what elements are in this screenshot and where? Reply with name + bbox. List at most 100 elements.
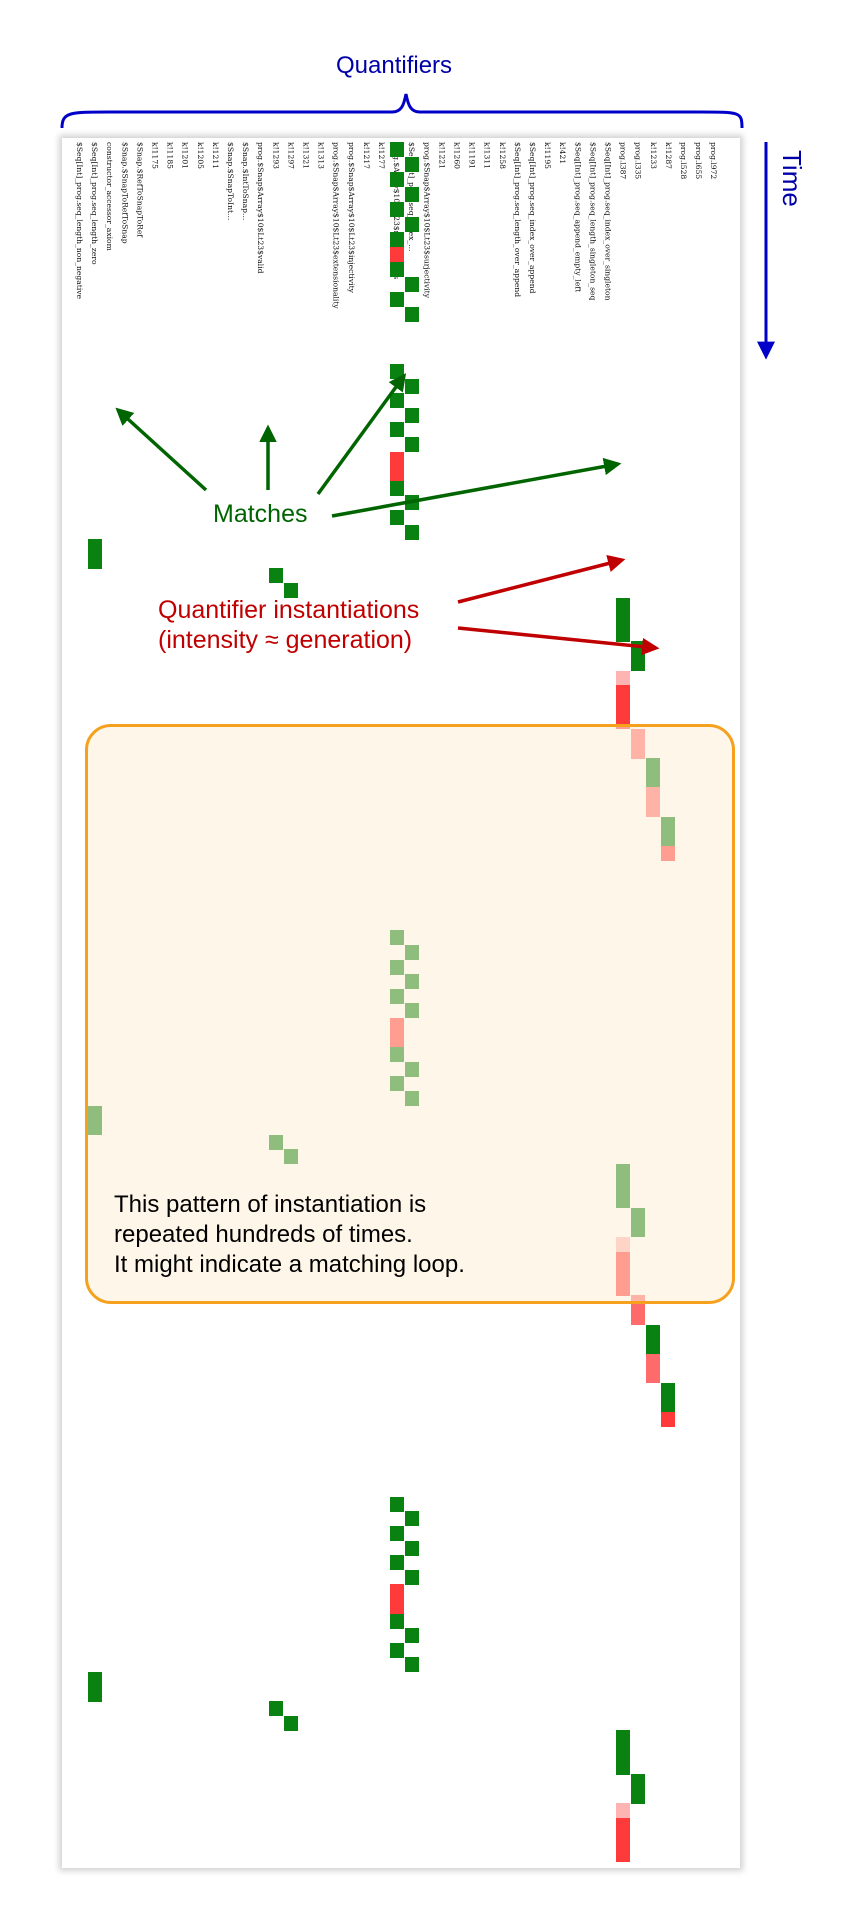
event-cell [389, 1642, 404, 1658]
event-cell [389, 393, 404, 409]
quantifier-label: k!1258 [497, 142, 507, 169]
event-cell [616, 1832, 631, 1848]
event-cell [404, 157, 419, 172]
event-cell [616, 597, 631, 613]
event-cell [389, 1526, 404, 1541]
note-line: This pattern of instantiation is [114, 1191, 427, 1218]
event-cell [661, 1397, 676, 1413]
instantiations-annotation-line2: (intensity ≈ generation) [158, 626, 413, 654]
quantifier-label: $Seq[Int]_prog.seq_index_over_singleton [603, 142, 613, 301]
event-cell [389, 202, 404, 217]
event-cell [389, 1584, 404, 1600]
event-cell [616, 612, 631, 628]
event-cell [661, 1412, 676, 1428]
event-cell [616, 685, 631, 701]
event-cell [616, 1847, 631, 1863]
event-cell [404, 1511, 419, 1527]
event-cell [616, 1759, 631, 1775]
event-cell [283, 583, 298, 598]
event-cell [404, 307, 419, 322]
quantifier-label: k!421 [558, 142, 568, 165]
event-cell [616, 1730, 631, 1746]
event-cell [389, 1613, 404, 1629]
quantifier-label: k!1277 [377, 142, 386, 169]
event-cell [389, 451, 404, 467]
quantifier-label: k!1191 [467, 142, 477, 169]
quantifier-label: constructor_accessor_axiom [105, 142, 115, 251]
match-arrow [331, 457, 622, 518]
event-cell [389, 1555, 404, 1571]
event-cell [646, 1353, 661, 1369]
event-cell [389, 292, 404, 307]
matches-annotation: Matches [213, 500, 308, 528]
event-cell [389, 232, 404, 247]
event-cell [404, 1657, 419, 1673]
quantifier-label: k!1201 [180, 142, 190, 169]
event-cell [631, 656, 646, 671]
quantifier-label: prog.l335 [633, 142, 643, 180]
event-cell [87, 1672, 102, 1687]
quantifier-label: prog.$Snap$Array$10$Lt23$valid [256, 142, 266, 274]
quantifier-label: $Seq[Int]_prog.seq_index_over_append [528, 142, 537, 294]
event-cell [404, 187, 419, 202]
event-cell [389, 142, 404, 157]
quantifiers-bracket [60, 93, 744, 129]
event-cell [87, 553, 102, 569]
quantifier-label: prog.$Snap$Array$10$Lt23$surjectivity [422, 142, 432, 299]
event-cell [404, 1540, 419, 1556]
quantifier-label: k!1297 [286, 142, 296, 169]
event-cell [87, 539, 102, 555]
quantifier-label: k!1205 [195, 142, 205, 169]
event-cell [404, 277, 419, 292]
quantifier-label: k!1313 [316, 142, 326, 169]
event-cell [389, 262, 404, 277]
event-cell [389, 1599, 404, 1614]
quantifier-label: k!1175 [150, 142, 160, 169]
event-cell [646, 1339, 661, 1355]
event-cell [616, 1803, 631, 1819]
event-cell [631, 1310, 646, 1325]
event-cell [389, 510, 404, 525]
event-cell [389, 422, 404, 438]
quantifier-label: prog.$Snap$Array$10$Lt23$extensionality [331, 142, 341, 309]
quantifier-label: prog.l387 [618, 142, 628, 180]
quantifier-label: k!1293 [271, 142, 281, 169]
quantifier-label: k!1260 [452, 142, 462, 169]
quantifier-label: k!1211 [210, 142, 220, 169]
instantiation-arrow [457, 626, 660, 656]
quantifier-label: k!1185 [165, 142, 175, 169]
event-cell [268, 1701, 283, 1717]
quantifier-label: k!1287 [663, 142, 673, 169]
event-cell [389, 466, 404, 482]
event-cell [616, 699, 631, 715]
event-cell [404, 437, 419, 452]
event-cell [616, 626, 631, 642]
quantifier-label: $Seq[Int]_prog.seq_length_singleton_seq [588, 142, 598, 301]
quantifier-label: k!1221 [437, 142, 447, 169]
quantifier-label: k!1321 [301, 142, 311, 169]
quantifier-label: k!1233 [648, 142, 658, 169]
quantifier-label: $Seq[Int]_prog.seq_length_zero [90, 142, 100, 265]
event-cell [404, 524, 419, 540]
quantifier-label: prog.l655 [694, 142, 704, 180]
event-cell [661, 1383, 676, 1398]
match-arrow [115, 407, 208, 492]
matching-loop-highlight [85, 724, 735, 1304]
event-cell [389, 1496, 404, 1512]
quantifier-label: k!1311 [482, 142, 492, 169]
instantiations-annotation-line1: Quantifier instantiations [158, 596, 420, 624]
event-cell [646, 1368, 661, 1384]
quantifier-label: prog.l972 [709, 142, 719, 180]
quantifier-label: prog.$Snap$Array$10$Lt23$injectivity [346, 142, 356, 293]
event-cell [616, 1745, 631, 1760]
quantifier-label: $Snap.$SnapToInt... [226, 142, 235, 221]
quantifier-label: $Seq[Int]_prog.seq_length_non_negative [75, 142, 84, 300]
match-arrow [316, 373, 407, 496]
quantifier-label: $Snap.$SnapToRefToSnap [120, 142, 130, 244]
quantifier-label: $Seq[Int]_prog.seq_length_over_append [512, 142, 522, 298]
event-cell [404, 217, 419, 232]
event-cell [404, 407, 419, 423]
quantifier-label: $Snap.$RefToSnapToRef [135, 142, 145, 238]
